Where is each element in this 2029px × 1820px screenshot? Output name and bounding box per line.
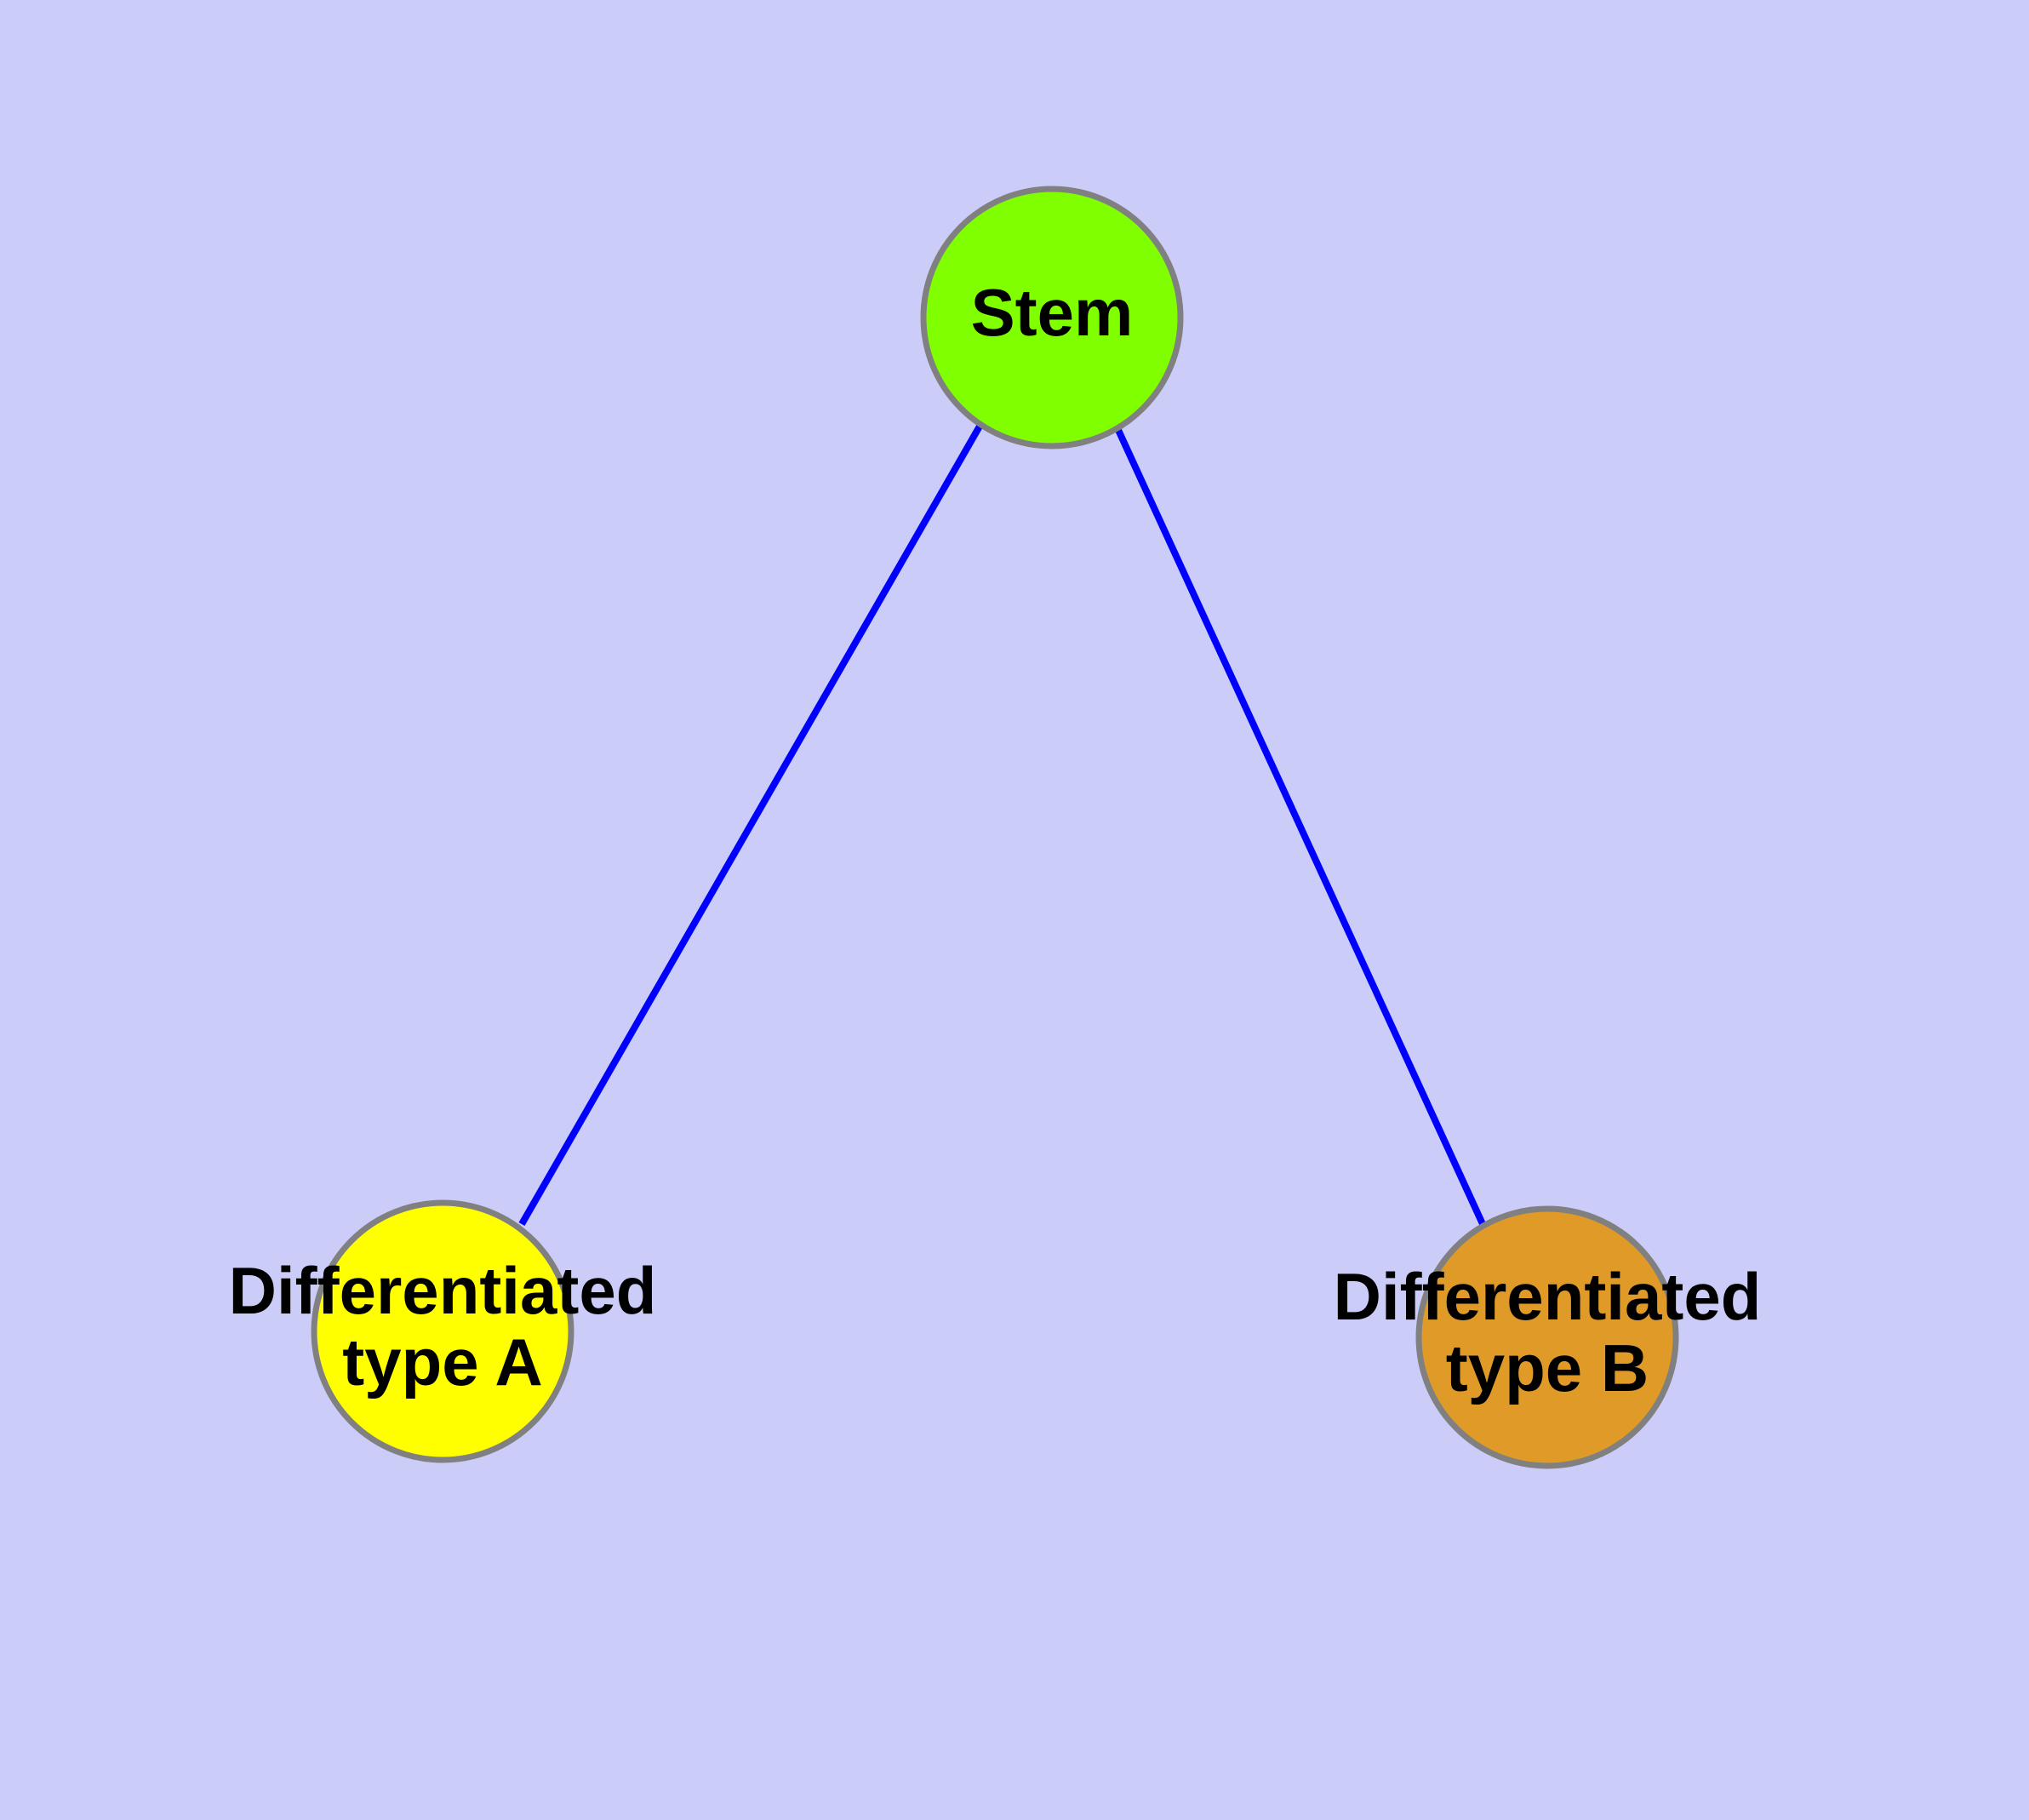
graph-node-stem[interactable] [920, 186, 1184, 449]
nodes-layer [311, 186, 1679, 1469]
graph-edge[interactable] [1114, 426, 1487, 1228]
graph-node-label-stem: Stem [971, 275, 1134, 350]
graph-edge[interactable] [518, 423, 984, 1226]
label-line: type B [1446, 1331, 1649, 1405]
label-line: Differentiated [229, 1253, 657, 1328]
graph-node-diff-b[interactable] [1415, 1205, 1679, 1469]
graph-node-diff-a[interactable] [311, 1199, 574, 1463]
label-line: Stem [971, 275, 1134, 350]
label-line: Differentiated [1334, 1259, 1762, 1334]
edges-layer [518, 423, 1487, 1228]
label-line: type A [342, 1325, 543, 1399]
